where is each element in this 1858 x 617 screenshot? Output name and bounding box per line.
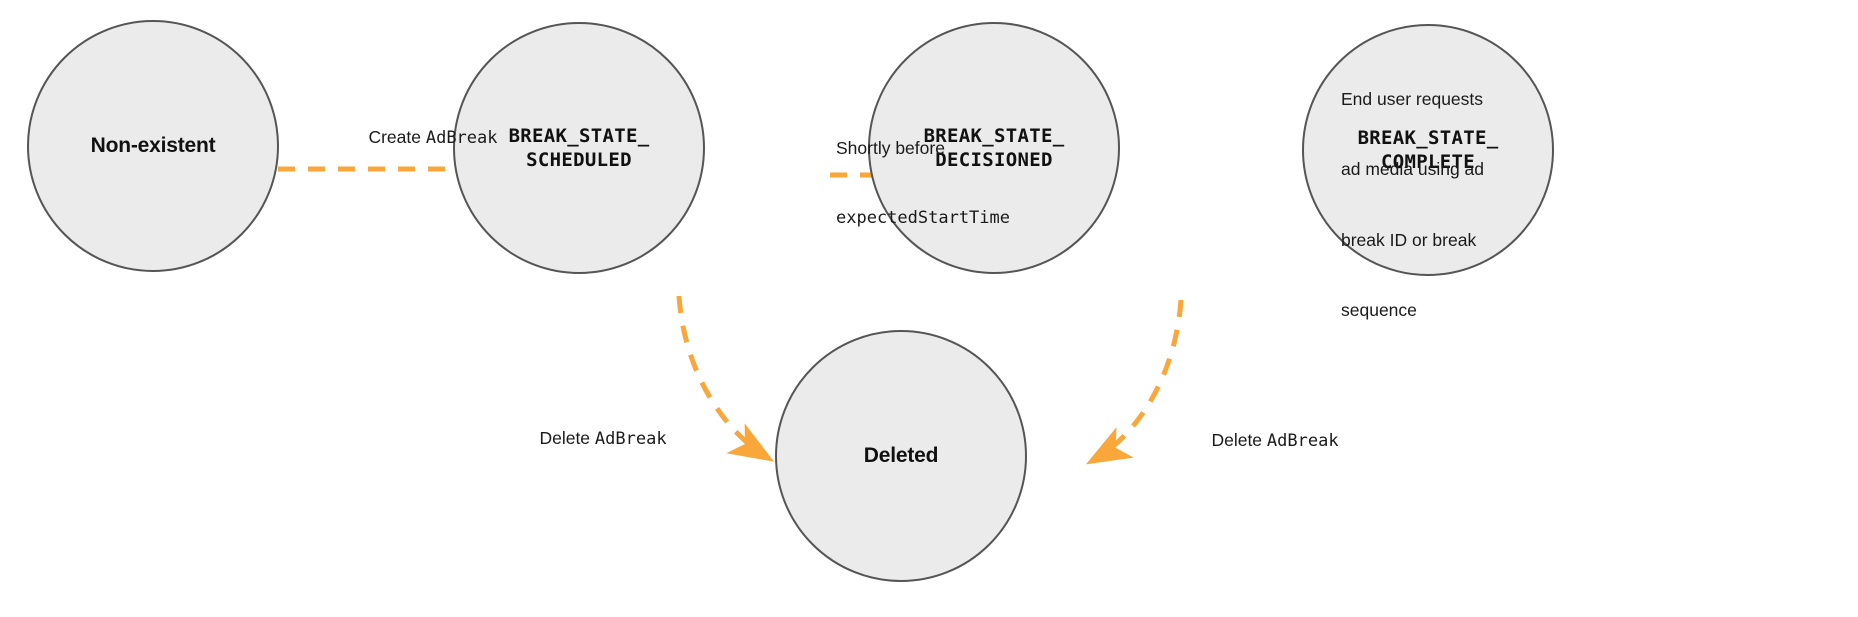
node-deleted[interactable]: Deleted xyxy=(775,330,1027,582)
edge-label-create-adbreak-code: AdBreak xyxy=(425,128,498,149)
node-break-state-decisioned-label-line1: BREAK_STATE_ xyxy=(923,124,1065,147)
node-break-state-complete[interactable]: BREAK_STATE_ COMPLETE xyxy=(1302,24,1554,276)
node-break-state-scheduled-label-line2: SCHEDULED xyxy=(526,149,632,171)
edge-label-end-user-requests-line3: break ID or break xyxy=(1341,229,1477,250)
node-break-state-decisioned-label-group: BREAK_STATE_ DECISIONED xyxy=(924,124,1065,173)
edge-label-create-adbreak: Create AdBreak xyxy=(349,103,498,174)
edge-delete-adbreak-from-decisioned xyxy=(1085,299,1184,465)
node-non-existent-label: Non-existent xyxy=(90,133,216,157)
edge-label-end-user-requests-line2: ad media using ad xyxy=(1341,159,1485,180)
node-deleted-label: Deleted xyxy=(863,443,939,467)
edge-label-shortly-before-line1: Shortly before xyxy=(836,137,945,158)
edge-label-delete-adbreak-from-scheduled-code: AdBreak xyxy=(594,429,667,450)
edge-label-end-user-requests: End user requests ad media using ad brea… xyxy=(1341,41,1484,369)
node-break-state-scheduled-label-line1: BREAK_STATE_ xyxy=(508,124,650,147)
edge-label-delete-adbreak-from-decisioned: Delete AdBreak xyxy=(1192,406,1339,477)
edge-label-delete-adbreak-from-scheduled-prefix: Delete xyxy=(539,428,595,449)
edge-label-delete-adbreak-from-decisioned-prefix: Delete xyxy=(1211,430,1267,451)
edge-label-delete-adbreak-from-decisioned-code: AdBreak xyxy=(1266,431,1339,452)
edge-label-end-user-requests-line4: sequence xyxy=(1341,299,1417,320)
node-break-state-complete-label-line1: BREAK_STATE_ xyxy=(1357,126,1499,149)
edge-label-shortly-before: Shortly before expectedStartTime xyxy=(836,90,1010,277)
edge-label-shortly-before-line2: expectedStartTime xyxy=(836,208,1010,229)
node-break-state-complete-label-group: BREAK_STATE_ COMPLETE xyxy=(1358,126,1499,175)
node-break-state-decisioned-label-line2: DECISIONED xyxy=(935,149,1053,171)
node-non-existent[interactable]: Non-existent xyxy=(27,20,279,272)
edge-label-delete-adbreak-from-scheduled: Delete AdBreak xyxy=(520,404,667,475)
edge-delete-adbreak-from-scheduled xyxy=(676,295,774,462)
node-break-state-decisioned[interactable]: BREAK_STATE_ DECISIONED xyxy=(868,22,1120,274)
node-break-state-scheduled-label-group: BREAK_STATE_ SCHEDULED xyxy=(509,124,650,173)
edge-label-end-user-requests-line1: End user requests xyxy=(1341,88,1484,109)
node-break-state-complete-label-line2: COMPLETE xyxy=(1381,151,1475,173)
edge-label-create-adbreak-prefix: Create xyxy=(368,127,426,148)
node-break-state-scheduled[interactable]: BREAK_STATE_ SCHEDULED xyxy=(453,22,705,274)
